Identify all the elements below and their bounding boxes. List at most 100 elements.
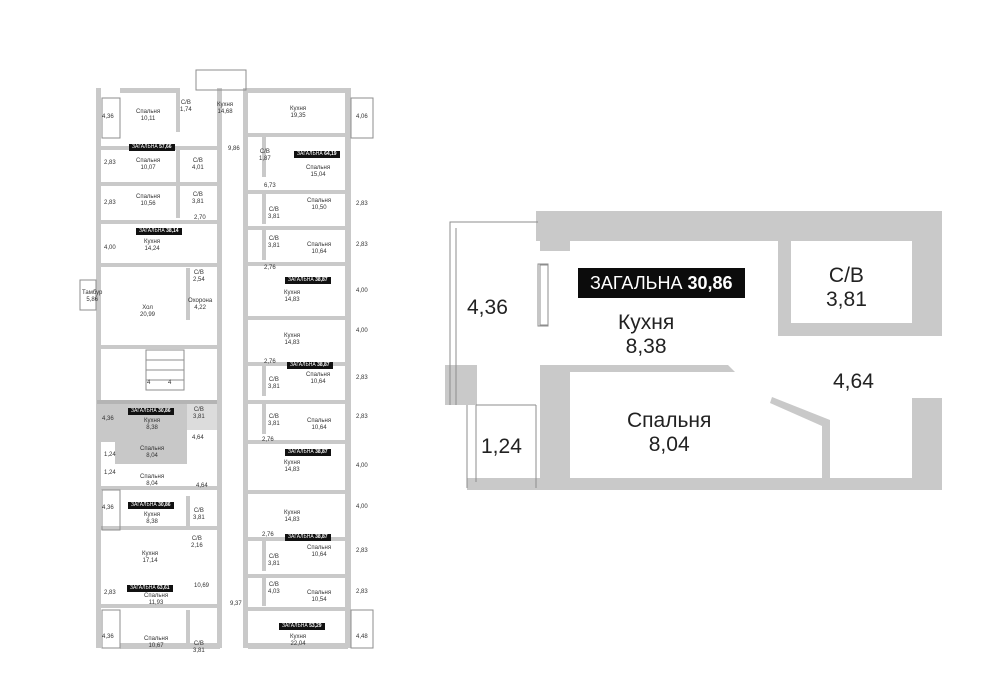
dim-label: 4,64 [192,435,204,441]
total-area-badge: ЗАГАЛЬНА 57,66 [129,144,175,151]
dim-label: 10,69 [194,583,210,589]
dim-label: 2,83 [104,590,116,596]
total-area-badge: ЗАГАЛЬНА 38,87 [285,449,331,456]
dim-label: 4,48 [356,634,368,640]
loggia-area-label: 1,24 [481,435,522,458]
dim-label: 9,37 [230,601,242,607]
total-area-badge: ЗАГАЛЬНА 38,87 [285,277,331,284]
balcony-area-label: 4,36 [467,296,508,319]
dim-label: 9,86 [228,146,240,152]
total-area-badge: ЗАГАЛЬНА 30,86 [128,502,174,509]
dim-label: 2,70 [194,215,206,221]
stair-mark: 4 [147,380,151,386]
total-area-badge: ЗАГАЛЬНА 38,87 [285,534,331,541]
apartment-total-badge: ЗАГАЛЬНА 30,86 [578,268,745,298]
dim-label: 1,24 [104,452,116,458]
dim-label: 4,36 [102,505,114,511]
dim-label: 2,83 [356,589,368,595]
dim-label: 6,73 [264,183,276,189]
dim-label: 2,83 [356,375,368,381]
dim-label: 4,00 [356,328,368,334]
dim-label: 4,36 [102,114,114,120]
total-area-badge: ЗАГАЛЬНА 38,87 [287,362,333,369]
dim-label: 4,00 [104,245,116,251]
dim-label: 4,64 [196,483,208,489]
dim-label: 4,00 [356,288,368,294]
dim-label: 2,83 [104,160,116,166]
total-area-badge: ЗАГАЛЬНА 53,29 [279,623,325,630]
dim-label: 2,83 [356,548,368,554]
dim-label: 2,76 [264,265,276,271]
total-area-badge: ЗАГАЛЬНА 63,61 [127,585,173,592]
dim-label: 2,76 [264,359,276,365]
dim-label: 4,00 [356,463,368,469]
total-area-badge: ЗАГАЛЬНА 64,19 [294,151,340,158]
dim-label: 2,83 [356,242,368,248]
dim-label: 2,76 [262,532,274,538]
dim-label: 2,83 [356,201,368,207]
dim-label: 2,83 [356,414,368,420]
corridor-area-label: 4,64 [833,370,874,393]
dim-label: 2,83 [104,200,116,206]
building-walls [79,69,374,649]
total-area-badge: ЗАГАЛЬНА 30,86 [128,408,174,415]
apartment-walls [445,211,942,490]
dim-label: 4,06 [356,114,368,120]
dim-label: 4,00 [356,504,368,510]
dim-label: 4,36 [102,416,114,422]
stair-mark: 4 [168,380,172,386]
total-area-badge: ЗАГАЛЬНА 38,14 [136,228,182,235]
dim-label: 4,36 [102,634,114,640]
dim-label: 2,76 [262,437,274,443]
dim-label: 1,24 [104,470,116,476]
